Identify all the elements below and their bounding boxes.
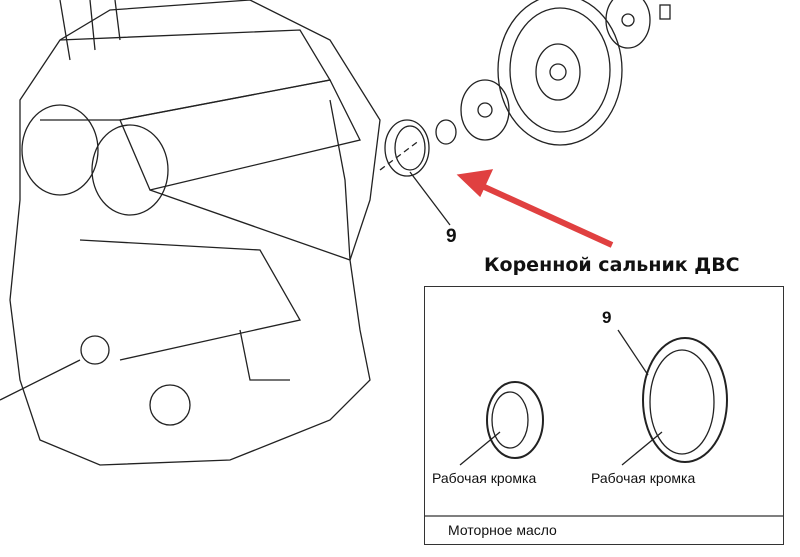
engine-block xyxy=(0,0,421,466)
caption: Коренной сальник ДВС xyxy=(484,254,740,276)
inset-part-number: 9 xyxy=(602,308,612,327)
main-seal xyxy=(384,119,451,226)
bolt xyxy=(659,4,671,20)
part-number-label: 9 xyxy=(446,226,457,247)
flex-plate xyxy=(605,0,651,49)
inset-box xyxy=(424,286,784,545)
bushing xyxy=(435,119,457,145)
flywheel xyxy=(497,0,623,146)
engine-oil-label: Моторное масло xyxy=(448,522,557,538)
large-seal xyxy=(617,329,728,466)
red-arrow xyxy=(456,169,614,248)
adapter-plate xyxy=(460,79,510,141)
right-lip-label: Рабочая кромка xyxy=(591,470,696,486)
small-seal xyxy=(459,381,544,466)
left-lip-label: Рабочая кромка xyxy=(432,470,537,486)
